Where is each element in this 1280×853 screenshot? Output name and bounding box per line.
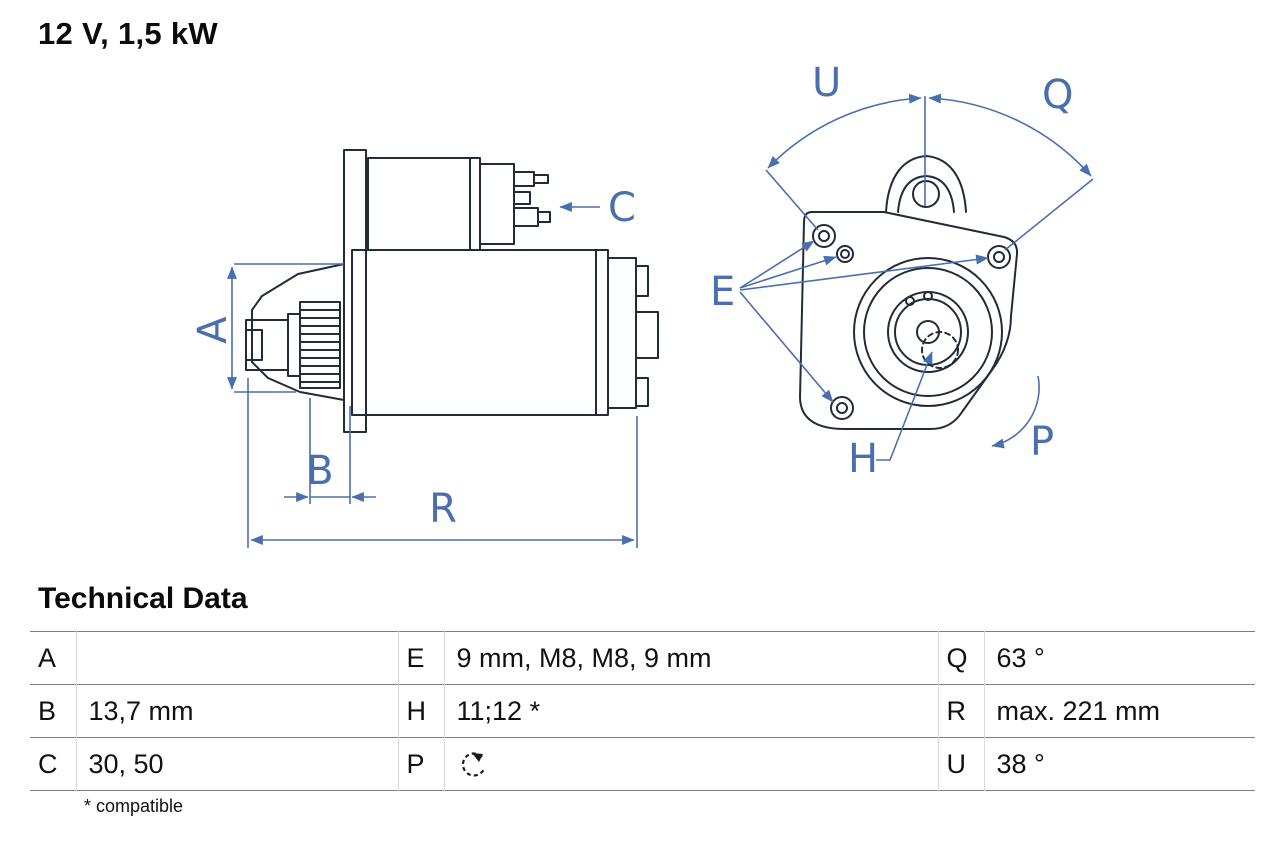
- front-view-drawing: U Q E H P: [710, 60, 1094, 482]
- param-key-p: P: [398, 737, 445, 791]
- technical-data-heading: Technical Data: [38, 582, 248, 615]
- side-view-drawing: A B R C: [190, 149, 659, 548]
- dimension-h: H: [848, 351, 933, 482]
- dimension-u-q: U Q: [765, 60, 1094, 251]
- param-value-u: 38 °: [984, 737, 1255, 791]
- dim-label-r: R: [429, 486, 457, 532]
- technical-drawing: A B R C: [190, 60, 1094, 548]
- dimension-a: A: [190, 263, 344, 393]
- dimension-r: R: [247, 378, 638, 548]
- dimension-e: E: [710, 240, 989, 403]
- rotation-ccw-icon: [457, 750, 491, 780]
- dim-label-p: P: [1030, 419, 1054, 465]
- param-value-a: [76, 631, 399, 685]
- dimension-p: P: [991, 375, 1054, 465]
- param-value-r: max. 221 mm: [984, 684, 1255, 738]
- param-value-h: 11;12 *: [444, 684, 939, 738]
- param-key-h: H: [398, 684, 445, 738]
- dim-label-u: U: [812, 60, 841, 106]
- dim-label-b: B: [306, 448, 333, 494]
- table-row-2: B 13,7 mm H 11;12 * R max. 221 mm: [30, 684, 1255, 738]
- technical-data-table: A E 9 mm, M8, M8, 9 mm Q 63 ° B 13,7 mm …: [30, 631, 1255, 791]
- dimension-c: C: [559, 185, 636, 231]
- table-row-3: C 30, 50 P U 38 °: [30, 737, 1255, 791]
- dim-label-c: C: [608, 185, 636, 231]
- param-key-r: R: [938, 684, 985, 738]
- param-value-b: 13,7 mm: [76, 684, 399, 738]
- dim-label-h: H: [848, 436, 878, 482]
- param-value-p: [444, 737, 939, 791]
- param-value-c: 30, 50: [76, 737, 399, 791]
- param-value-e: 9 mm, M8, M8, 9 mm: [444, 631, 939, 685]
- dimension-b: B: [284, 398, 376, 504]
- param-key-b: B: [30, 684, 77, 738]
- dim-label-a: A: [190, 316, 236, 344]
- param-key-a: A: [30, 631, 77, 685]
- param-key-q: Q: [938, 631, 985, 685]
- footnote: * compatible: [84, 796, 184, 816]
- dim-label-q: Q: [1042, 72, 1073, 118]
- param-value-q: 63 °: [984, 631, 1255, 685]
- param-key-e: E: [398, 631, 445, 685]
- table-row-1: A E 9 mm, M8, M8, 9 mm Q 63 °: [30, 631, 1255, 685]
- page-title: 12 V, 1,5 kW: [38, 16, 218, 51]
- dim-label-e: E: [710, 269, 735, 315]
- param-key-u: U: [938, 737, 985, 791]
- param-key-c: C: [30, 737, 77, 791]
